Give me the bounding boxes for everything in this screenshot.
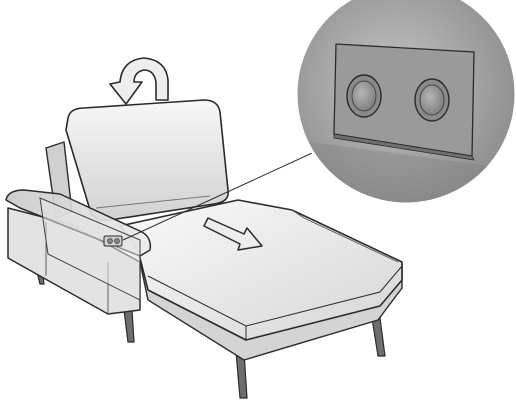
control-panel-small <box>104 236 122 246</box>
curved-rotate-arrow-icon <box>110 58 168 104</box>
mini-button-2-icon <box>115 239 120 244</box>
zoom-callout <box>296 0 516 210</box>
round-push-button-icon <box>415 79 449 121</box>
round-push-button-icon <box>347 75 381 117</box>
mini-button-1-icon <box>108 239 113 244</box>
leg-front-left <box>124 310 134 342</box>
leg-back-right <box>372 318 385 356</box>
